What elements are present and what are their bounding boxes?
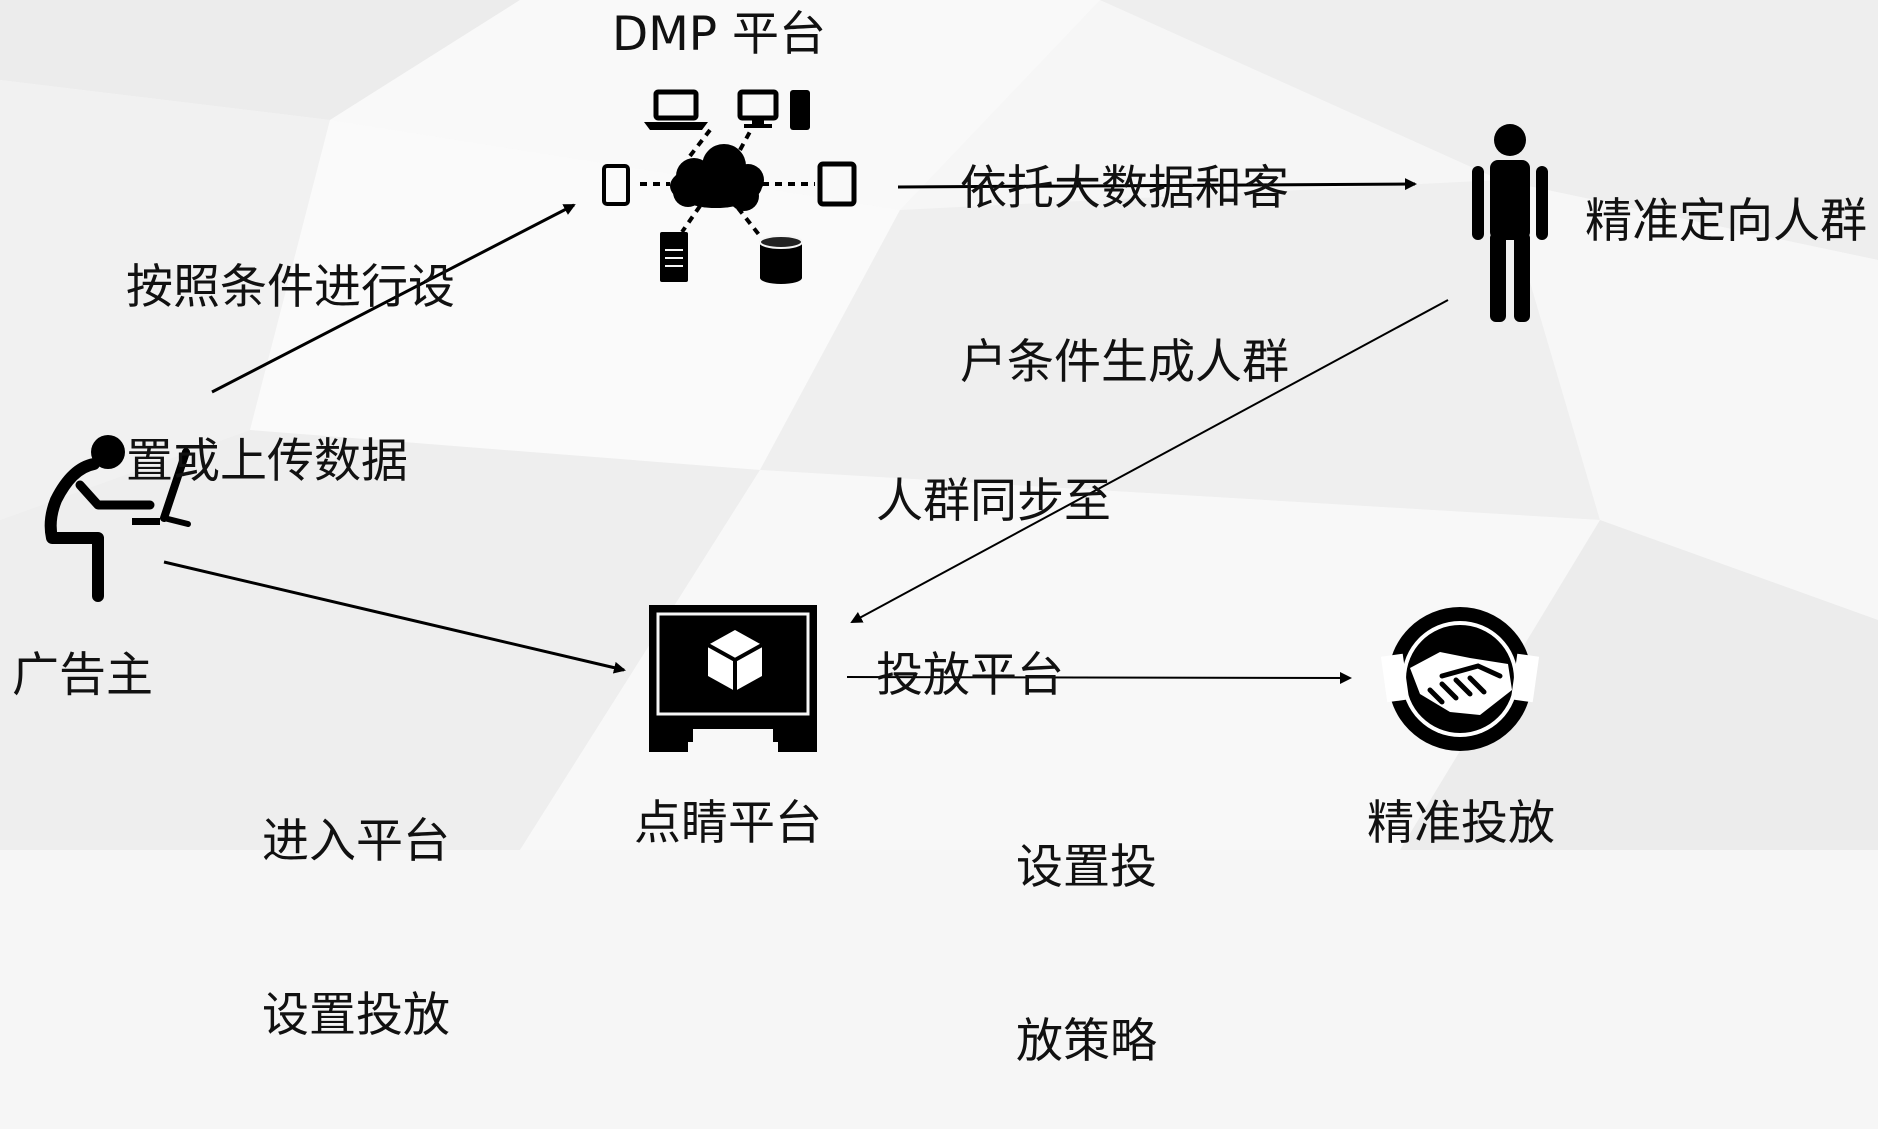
edge-audience-to-dianjing xyxy=(850,299,1449,623)
edge-label-advertiser-dianjing: 进入平台 设置投放 xyxy=(262,814,450,1043)
node-label-dianjing: 点睛平台 xyxy=(634,796,822,851)
edge-dmp-to-audience xyxy=(897,178,1417,191)
background-pattern xyxy=(0,0,1878,850)
edge-dianjing-to-delivery xyxy=(846,671,1352,684)
monitor-cube-icon xyxy=(649,605,817,752)
person-icon xyxy=(1472,124,1548,322)
person-at-computer-icon xyxy=(44,435,191,602)
edge-advertiser-to-dianjing xyxy=(163,560,626,674)
edge-advertiser-to-dmp xyxy=(211,203,576,394)
node-label-targeted-audience: 精准定向人群 xyxy=(1585,194,1867,249)
edges xyxy=(163,178,1449,684)
edge-label-audience-dianjing: 人群同步至 投放平台 xyxy=(876,474,1111,703)
node-label-advertiser: 广告主 xyxy=(12,648,153,703)
edge-label-dmp-audience: 依托大数据和客 户条件生成人群 xyxy=(960,161,1289,390)
node-label-dmp: DMP 平台 xyxy=(612,7,827,62)
flow-diagram xyxy=(0,0,1878,850)
network-devices-cloud-icon xyxy=(602,89,857,284)
node-label-precise-delivery: 精准投放 xyxy=(1367,796,1555,851)
edge-label-dianjing-delivery: 设置投 放策略 xyxy=(1016,840,1157,1069)
edge-label-advertiser-dmp: 按照条件进行设 置或上传数据 xyxy=(126,260,455,489)
handshake-icon xyxy=(1380,607,1540,751)
